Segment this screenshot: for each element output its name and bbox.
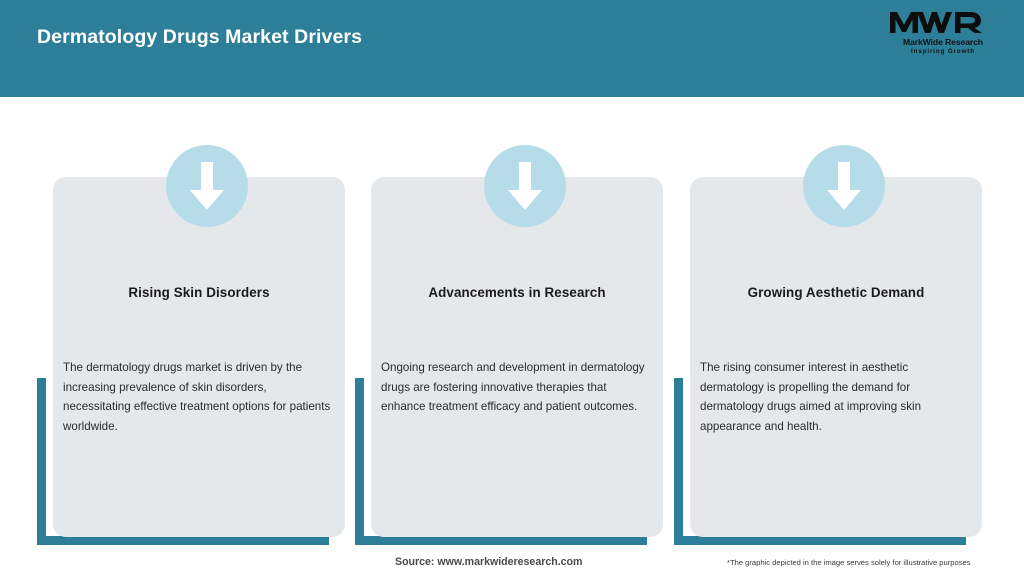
card-surface: Rising Skin Disorders The dermatology dr… (53, 177, 345, 537)
card-description: The dermatology drugs market is driven b… (63, 361, 331, 433)
page-header: Dermatology Drugs Market Drivers MarkWid… (0, 0, 1024, 97)
down-arrow-icon (803, 145, 885, 227)
card-title: Advancements in Research (428, 285, 606, 300)
card-description: Ongoing research and development in derm… (381, 361, 645, 414)
disclaimer-note: *The graphic depicted in the image serve… (727, 558, 971, 567)
source-label: Source: www.markwideresearch.com (395, 556, 583, 568)
page-title: Dermatology Drugs Market Drivers (37, 26, 363, 48)
card-description: The rising consumer interest in aestheti… (700, 361, 922, 433)
logo-company-name: MarkWide Research (903, 37, 983, 47)
card-surface: Growing Aesthetic Demand The rising cons… (690, 177, 982, 537)
logo-tagline: Inspiring Growth (911, 48, 975, 55)
down-arrow-icon (484, 145, 566, 227)
down-arrow-icon (166, 145, 248, 227)
brand-logo: MarkWide Research Inspiring Growth (884, 8, 1002, 62)
card-surface: Advancements in Research Ongoing researc… (371, 177, 663, 537)
card-title: Rising Skin Disorders (128, 285, 270, 300)
card-title: Growing Aesthetic Demand (747, 285, 925, 300)
mwr-logo-icon (884, 8, 1002, 36)
